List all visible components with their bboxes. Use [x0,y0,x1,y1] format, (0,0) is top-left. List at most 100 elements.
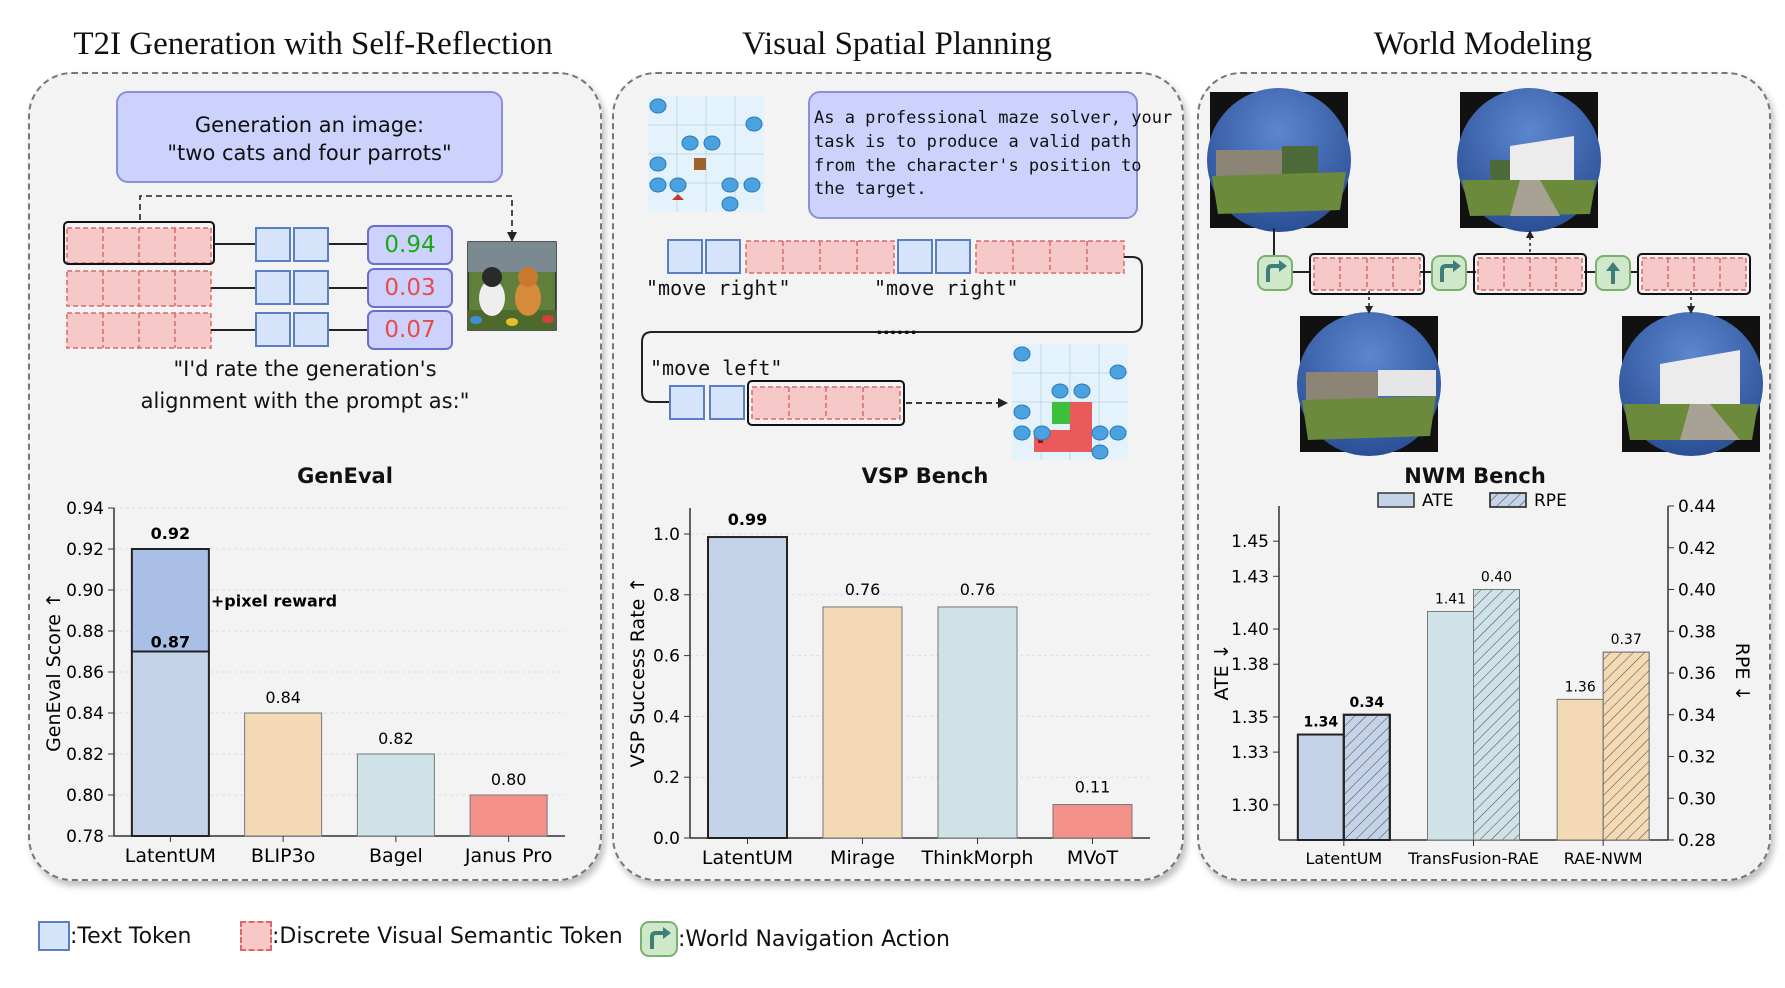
data-label: 0.84 [265,688,301,707]
legend-ate-swatch [1377,492,1415,508]
y2-tick-label: 0.42 [1678,539,1716,559]
y-tick-label: 0.78 [66,827,104,847]
t2i-prompt-line2: "two cats and four parrots" [167,141,452,165]
legend-visual-token: :Discrete Visual Semantic Token [240,921,623,951]
bar [937,606,1018,839]
y-tick-label: 0.92 [66,540,104,560]
legend-nav-action-label: :World Navigation Action [678,926,951,952]
bar-latentum-reward [130,548,210,653]
world-visual-token-groups [1309,253,1751,295]
vsp-prompt-box [808,91,1138,219]
bar-latentum-base [130,650,210,837]
y2-tick-label: 0.36 [1678,664,1716,684]
data-label: 0.92 [151,524,190,543]
vsp-move-right-1: "move right" [646,276,791,300]
y2-tick-label: 0.30 [1678,789,1716,809]
data-label: 0.76 [960,580,996,599]
t2i-prompt-box [116,91,503,183]
x-tick-label: LatentUM [702,847,793,869]
bar-ate [1427,610,1474,841]
nwm-chart-title: NWM Bench [1404,464,1546,488]
t2i-prompt-line1: Generation an image: [194,113,425,137]
y-tick-label: 1.45 [1231,532,1269,552]
x-tick-label: Bagel [369,845,423,867]
data-label: 1.34 [1304,715,1339,731]
x-tick-label: TransFusion-RAE [1407,849,1539,868]
bar-rpe [1342,713,1391,841]
pixel-reward-annotation: +pixel reward [211,591,337,610]
data-label: 1.36 [1565,679,1596,695]
x-tick-label: Mirage [830,847,895,869]
world-frame-2 [1457,88,1601,232]
vsp-ellipsis: ...... [876,318,918,339]
data-label: 0.34 [1350,695,1385,711]
y-axis-label: ATE ↓ [1211,643,1233,700]
legend-visual-token-label: :Discrete Visual Semantic Token [272,923,623,949]
y-tick-label: 0.2 [653,768,680,788]
bar-ate [1296,733,1345,841]
bar-rpe [1602,651,1650,841]
score-high: 0.94 [384,232,436,258]
vsp-move-right-2: "move right" [874,276,1019,300]
legend-text-token-label: :Text Token [70,923,192,949]
y-tick-label: 0.82 [66,745,104,765]
y-tick-label: 0.80 [66,786,104,806]
t2i-text-tokens [255,227,329,347]
y2-tick-label: 0.44 [1678,497,1716,517]
y-tick-label: 1.40 [1231,620,1269,640]
bar-ate [1556,698,1604,841]
y2-tick-label: 0.32 [1678,748,1716,768]
x-tick-label: BLIP3o [251,845,315,867]
turn-right-arrow-icon [1257,255,1293,291]
y2-tick-label: 0.38 [1678,622,1716,642]
bar [469,794,548,837]
y-tick-label: 1.0 [653,525,680,545]
y2-axis-label: RPE ↓ [1731,643,1753,702]
legend-rpe-label: RPE [1534,491,1567,511]
data-label: 0.82 [378,729,414,748]
turn-right-arrow-icon [640,921,678,957]
y-tick-label: 0.8 [653,586,680,606]
maze-start-image [648,96,764,212]
generated-cats-image [467,241,557,331]
score-low-1: 0.03 [384,275,436,301]
x-tick-label: ThinkMorph [921,847,1034,869]
t2i-panel-title: T2I Generation with Self-Reflection [73,26,553,62]
y-axis-label: VSP Success Rate ↑ [627,577,649,768]
y-tick-label: 0.86 [66,663,104,683]
score-low-2: 0.07 [384,317,436,343]
y2-tick-label: 0.34 [1678,706,1716,726]
legend-nav-action: :World Navigation Action [640,921,950,957]
bar-rpe [1473,589,1520,841]
vsp-panel-title: Visual Spatial Planning [742,26,1052,62]
data-label: 1.41 [1435,591,1466,607]
vsp-move-left: "move left" [650,356,783,380]
visual-token-swatch [240,921,272,951]
data-label: 0.87 [151,633,190,652]
y-axis-label: GenEval Score ↑ [43,592,65,752]
vsp-prompt-line2: task is to produce a valid path [814,132,1132,152]
world-frame-1 [1207,88,1351,232]
y-tick-label: 1.38 [1231,655,1269,675]
y-tick-label: 1.30 [1231,796,1269,816]
legend-text-token: :Text Token [38,921,192,951]
data-label: 0.40 [1481,570,1512,586]
data-label: 0.99 [728,510,767,529]
y-tick-label: 0.4 [653,707,680,727]
t2i-visual-token-rows [63,221,215,349]
y-tick-label: 0.0 [653,829,680,849]
data-label: 0.76 [845,580,881,599]
maze-solution-image [1012,344,1128,460]
turn-right-arrow-icon [1431,255,1467,291]
y-tick-label: 1.33 [1231,743,1269,763]
vsp-chart-title: VSP Bench [861,464,989,488]
legend-rpe-swatch [1489,492,1527,508]
t2i-rate-line1: "I'd rate the generation's [173,357,437,381]
y-tick-label: 0.84 [66,704,104,724]
y-tick-label: 1.35 [1231,708,1269,728]
